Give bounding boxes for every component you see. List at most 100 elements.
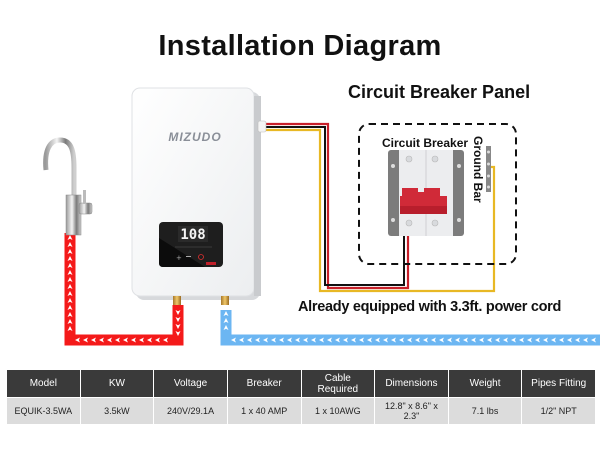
flow-arrow-icon [247,337,252,343]
flow-arrow-icon [239,337,244,343]
flow-arrow-icon [343,337,348,343]
cell-voltage: 240V/29.1A [154,398,227,424]
page-title: Installation Diagram [158,30,442,62]
flow-arrow-icon [327,337,332,343]
flow-arrow-icon [67,256,73,261]
flow-arrow-icon [223,311,229,316]
flow-arrow-icon [359,337,364,343]
flow-arrow-icon [407,337,412,343]
flow-arrow-icon [175,317,181,322]
flow-arrow-icon [375,337,380,343]
water-heater: MIZUDO 108 + [131,87,267,305]
flow-arrow-icon [83,337,88,343]
hot-water-pipe [64,233,184,346]
flow-arrow-icon [311,337,316,343]
minus-icon[interactable] [186,256,191,257]
flow-arrow-icon [447,337,452,343]
flow-arrow-icon [67,270,73,275]
installation-diagram: MIZUDO 108 + Circuit Breaker [43,87,600,346]
flow-arrow-icon [527,337,532,343]
table-row: EQUIK-3.5WA 3.5kW 240V/29.1A 1 x 40 AMP … [7,398,595,424]
flow-arrow-icon [91,337,96,343]
flow-arrow-icon [67,305,73,310]
cell-kw: 3.5kW [80,398,154,424]
flow-arrow-icon [175,331,181,336]
flow-arrow-icon [67,326,73,331]
flow-arrow-icon [319,337,324,343]
flow-arrow-icon [479,337,484,343]
header-model: Model [7,370,80,398]
circuit-breaker [388,150,464,236]
flow-arrow-icon [67,291,73,296]
cell-cable: 1 x 10AWG [301,398,375,424]
flow-arrow-icon [415,337,420,343]
flow-arrow-icon [543,337,548,343]
hot-flow-arrows [67,235,181,343]
cell-pipes: 1/2" NPT [522,398,595,424]
flow-arrow-icon [67,284,73,289]
flow-arrow-icon [383,337,388,343]
flow-arrow-icon [223,318,229,323]
flow-arrow-icon [175,310,181,315]
specs-table: Model KW Voltage Breaker Cable Required … [6,370,596,424]
flow-arrow-icon [67,242,73,247]
flow-arrow-icon [287,337,292,343]
cell-dimensions: 12.8" x 8.6" x 2.3" [375,398,448,424]
plus-icon[interactable]: + [176,254,182,262]
flow-arrow-icon [511,337,516,343]
flow-arrow-icon [263,337,268,343]
temperature-display: 108 [180,227,205,243]
cell-weight: 7.1 lbs [448,398,522,424]
flow-arrow-icon [99,337,104,343]
flow-arrow-icon [399,337,404,343]
flow-arrow-icon [175,324,181,329]
flow-arrow-icon [495,337,500,343]
flow-arrow-icon [551,337,556,343]
header-voltage: Voltage [154,370,227,398]
circuit-breaker-panel: Circuit Breaker Ground Bar [358,123,517,265]
cold-water-pipe [220,310,600,346]
circuit-breaker-label: Circuit Breaker [382,136,468,150]
flow-arrow-icon [519,337,524,343]
flow-arrow-icon [303,337,308,343]
header-pipes: Pipes Fitting [522,370,595,398]
flow-arrow-icon [391,337,396,343]
faucet-icon [43,137,93,236]
cord-grommet [257,120,267,133]
flow-arrow-icon [423,337,428,343]
flow-arrow-icon [139,337,144,343]
flow-arrow-icon [431,337,436,343]
header-kw: KW [80,370,154,398]
flow-arrow-icon [67,319,73,324]
flow-arrow-icon [503,337,508,343]
flow-arrow-icon [439,337,444,343]
flow-arrow-icon [67,277,73,282]
flow-arrow-icon [575,337,580,343]
flow-arrow-icon [155,337,160,343]
header-dimensions: Dimensions [375,370,448,398]
flow-arrow-icon [583,337,588,343]
flow-arrow-icon [223,325,229,330]
brand-logo: MIZUDO [168,130,221,144]
flow-arrow-icon [255,337,260,343]
ground-bar-label: Ground Bar [471,136,485,203]
flow-arrow-icon [123,337,128,343]
flow-arrow-icon [75,337,80,343]
flow-arrow-icon [163,337,168,343]
flow-arrow-icon [463,337,468,343]
cold-flow-arrows [223,311,596,343]
flow-arrow-icon [271,337,276,343]
power-icon[interactable] [198,254,204,260]
ground-bar: Ground Bar [471,136,491,203]
flow-arrow-icon [591,337,596,343]
flow-arrow-icon [351,337,356,343]
flow-arrow-icon [231,337,236,343]
power-cord-note: Already equipped with 3.3ft. power cord [298,299,562,315]
flow-arrow-icon [67,235,73,240]
flow-arrow-icon [147,337,152,343]
flow-arrow-icon [115,337,120,343]
control-panel: 108 + [159,222,223,267]
panel-title: Circuit Breaker Panel [348,82,531,102]
flow-arrow-icon [67,249,73,254]
cell-model: EQUIK-3.5WA [7,398,80,424]
